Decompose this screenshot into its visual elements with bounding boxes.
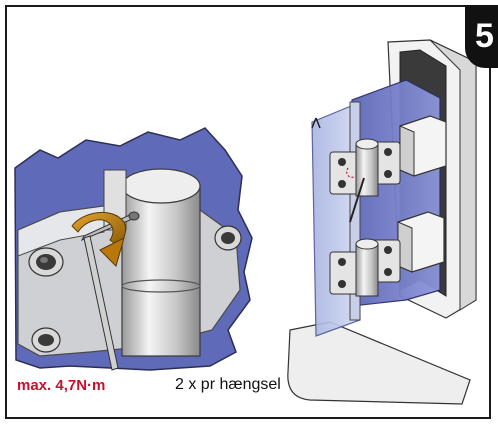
torque-label: max. 4,7N·m: [17, 377, 106, 394]
bracket-icon: [397, 211, 445, 273]
step-number: 5: [475, 17, 494, 55]
hinge-icon: [329, 238, 401, 297]
rotation-arrow-icon: [71, 211, 127, 267]
overview: [287, 39, 477, 405]
hinge-count-label: 2 x pr hængsel: [175, 376, 281, 393]
floor-base: [287, 321, 471, 405]
step-number-badge: 5: [465, 5, 498, 68]
screw-icon: [31, 327, 61, 353]
detail-view: [14, 127, 253, 371]
screw-icon: [214, 225, 242, 251]
hinge-icon: [329, 138, 401, 223]
bracket-icon: [399, 115, 447, 177]
screw-icon: [28, 247, 64, 277]
